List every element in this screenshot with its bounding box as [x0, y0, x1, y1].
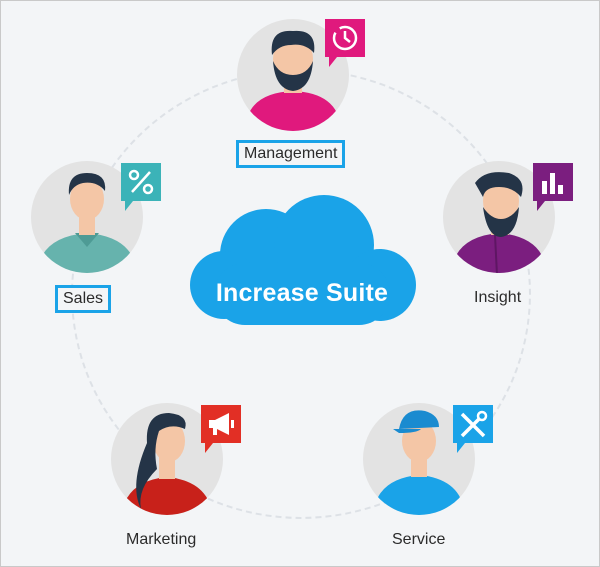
- cloud-icon: [190, 195, 416, 325]
- marketing-avatar: [111, 403, 223, 515]
- insight-avatar: [443, 161, 555, 273]
- megaphone-icon: [201, 405, 241, 453]
- marketing-node: [107, 399, 257, 529]
- service-node: [359, 399, 509, 529]
- marketing-label: Marketing: [126, 531, 197, 548]
- insight-label: Insight: [474, 289, 522, 306]
- insight-node: [439, 157, 589, 287]
- service-label: Service: [392, 531, 446, 548]
- clock-icon: [325, 19, 365, 67]
- sales-label: Sales: [55, 285, 112, 313]
- management-label: Management: [236, 140, 346, 168]
- management-node: [233, 15, 373, 145]
- sales-node: [27, 157, 167, 287]
- increase-suite-cloud: Increase Suite: [184, 193, 420, 329]
- center-title: Increase Suite: [215, 279, 389, 307]
- bar-chart-icon: [533, 163, 573, 211]
- management-avatar: [237, 19, 349, 131]
- sales-avatar: [31, 161, 143, 273]
- tools-icon: [453, 405, 493, 453]
- service-avatar: [363, 403, 475, 515]
- percent-icon: [121, 163, 161, 211]
